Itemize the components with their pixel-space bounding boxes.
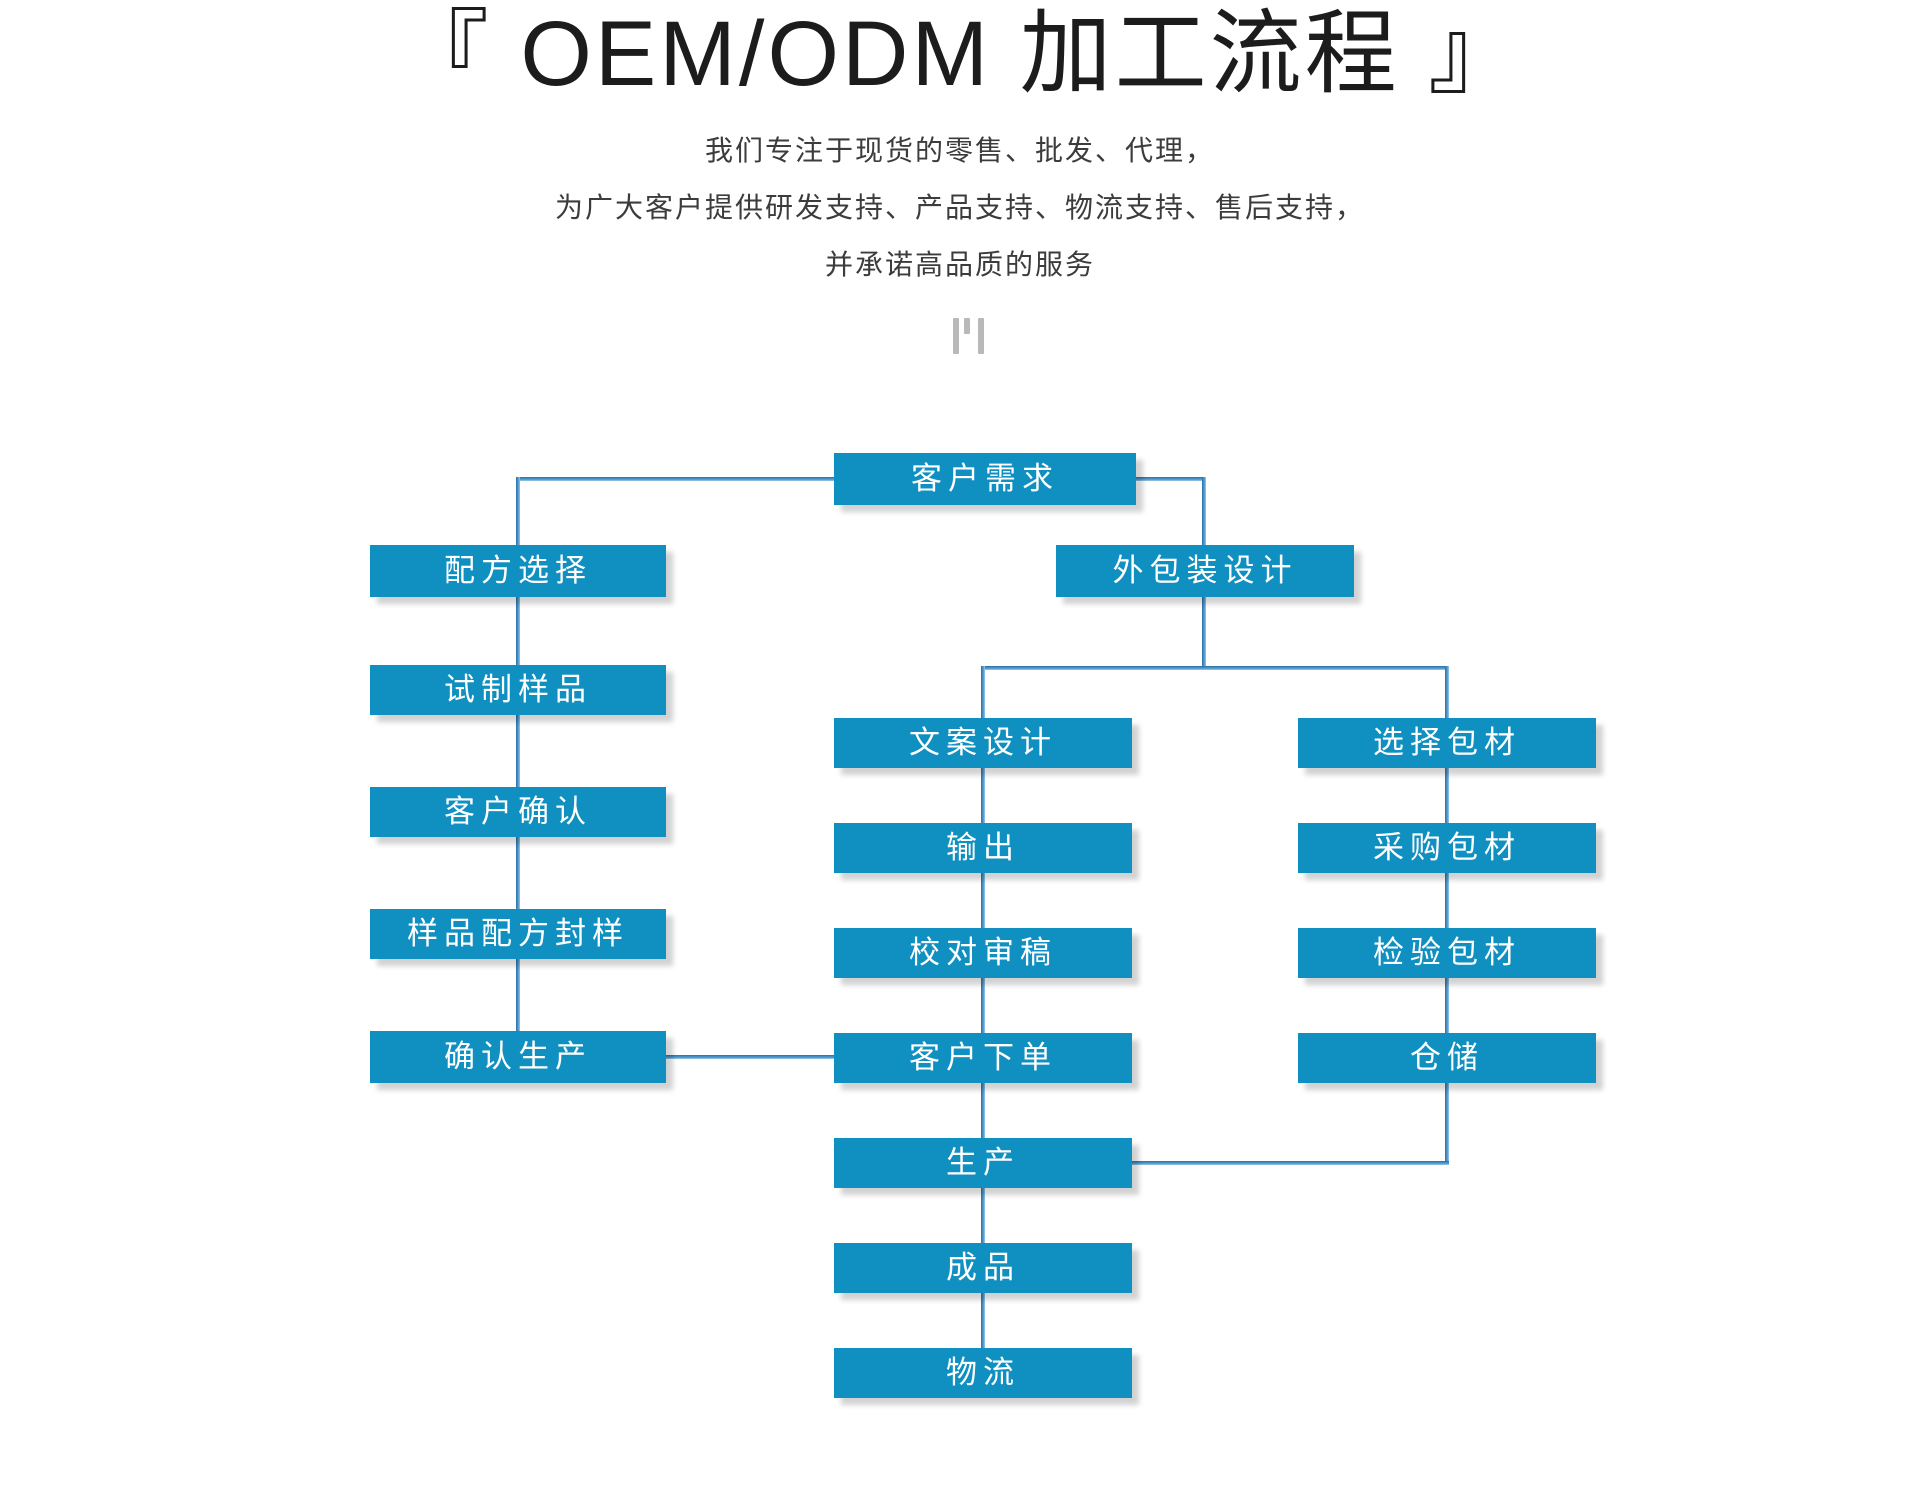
divider-bars-icon <box>953 318 985 354</box>
subtitle-line: 并承诺高品质的服务 <box>824 249 1095 280</box>
flow-node-sample-trial: 试制样品 <box>370 665 666 715</box>
flow-node-inspect-material: 检验包材 <box>1298 928 1596 978</box>
flow-node-packaging-design: 外包装设计 <box>1056 545 1354 597</box>
connector-line <box>981 666 985 718</box>
bar-right <box>978 318 984 354</box>
connector-line <box>1202 477 1206 545</box>
flow-node-confirm-production: 确认生产 <box>370 1031 666 1083</box>
subtitle-line: 为广大客户提供研发支持、产品支持、物流支持、售后支持， <box>554 192 1365 223</box>
flow-node-select-material: 选择包材 <box>1298 718 1596 768</box>
page-title: 『 OEM/ODM 加工流程 』 <box>396 3 1524 105</box>
flow-node-purchase-material: 采购包材 <box>1298 823 1596 873</box>
connector-line <box>1136 477 1206 481</box>
connector-line <box>1445 1083 1449 1165</box>
flow-node-production: 生产 <box>834 1138 1132 1188</box>
connector-line <box>1132 1161 1449 1165</box>
flow-node-logistics: 物流 <box>834 1348 1132 1398</box>
flow-node-copy-design: 文案设计 <box>834 718 1132 768</box>
bar-middle <box>964 318 970 334</box>
flow-node-sample-formula-seal: 样品配方封样 <box>370 909 666 959</box>
flow-node-finished-product: 成品 <box>834 1243 1132 1293</box>
flow-node-warehouse: 仓储 <box>1298 1033 1596 1083</box>
connector-line <box>1445 666 1449 718</box>
connector-line <box>518 477 834 481</box>
page-subtitle: 我们专注于现货的零售、批发、代理， 为广大客户提供研发支持、产品支持、物流支持、… <box>0 122 1920 293</box>
flow-node-formula-selection: 配方选择 <box>370 545 666 597</box>
flow-node-customer-demand: 客户需求 <box>834 453 1136 505</box>
connector-line <box>1202 597 1206 670</box>
flow-node-output: 输出 <box>834 823 1132 873</box>
connector-line <box>516 477 520 545</box>
connector-line <box>981 666 1449 670</box>
flow-node-customer-confirm: 客户确认 <box>370 787 666 837</box>
connector-line <box>666 1055 834 1059</box>
flow-node-proofread: 校对审稿 <box>834 928 1132 978</box>
page-header: 『 OEM/ODM 加工流程 』 我们专注于现货的零售、批发、代理， 为广大客户… <box>0 0 1920 280</box>
subtitle-line: 我们专注于现货的零售、批发、代理， <box>704 135 1215 166</box>
bar-left <box>953 318 959 354</box>
connector-line <box>1445 768 1449 1033</box>
flow-node-customer-order: 客户下单 <box>834 1033 1132 1083</box>
